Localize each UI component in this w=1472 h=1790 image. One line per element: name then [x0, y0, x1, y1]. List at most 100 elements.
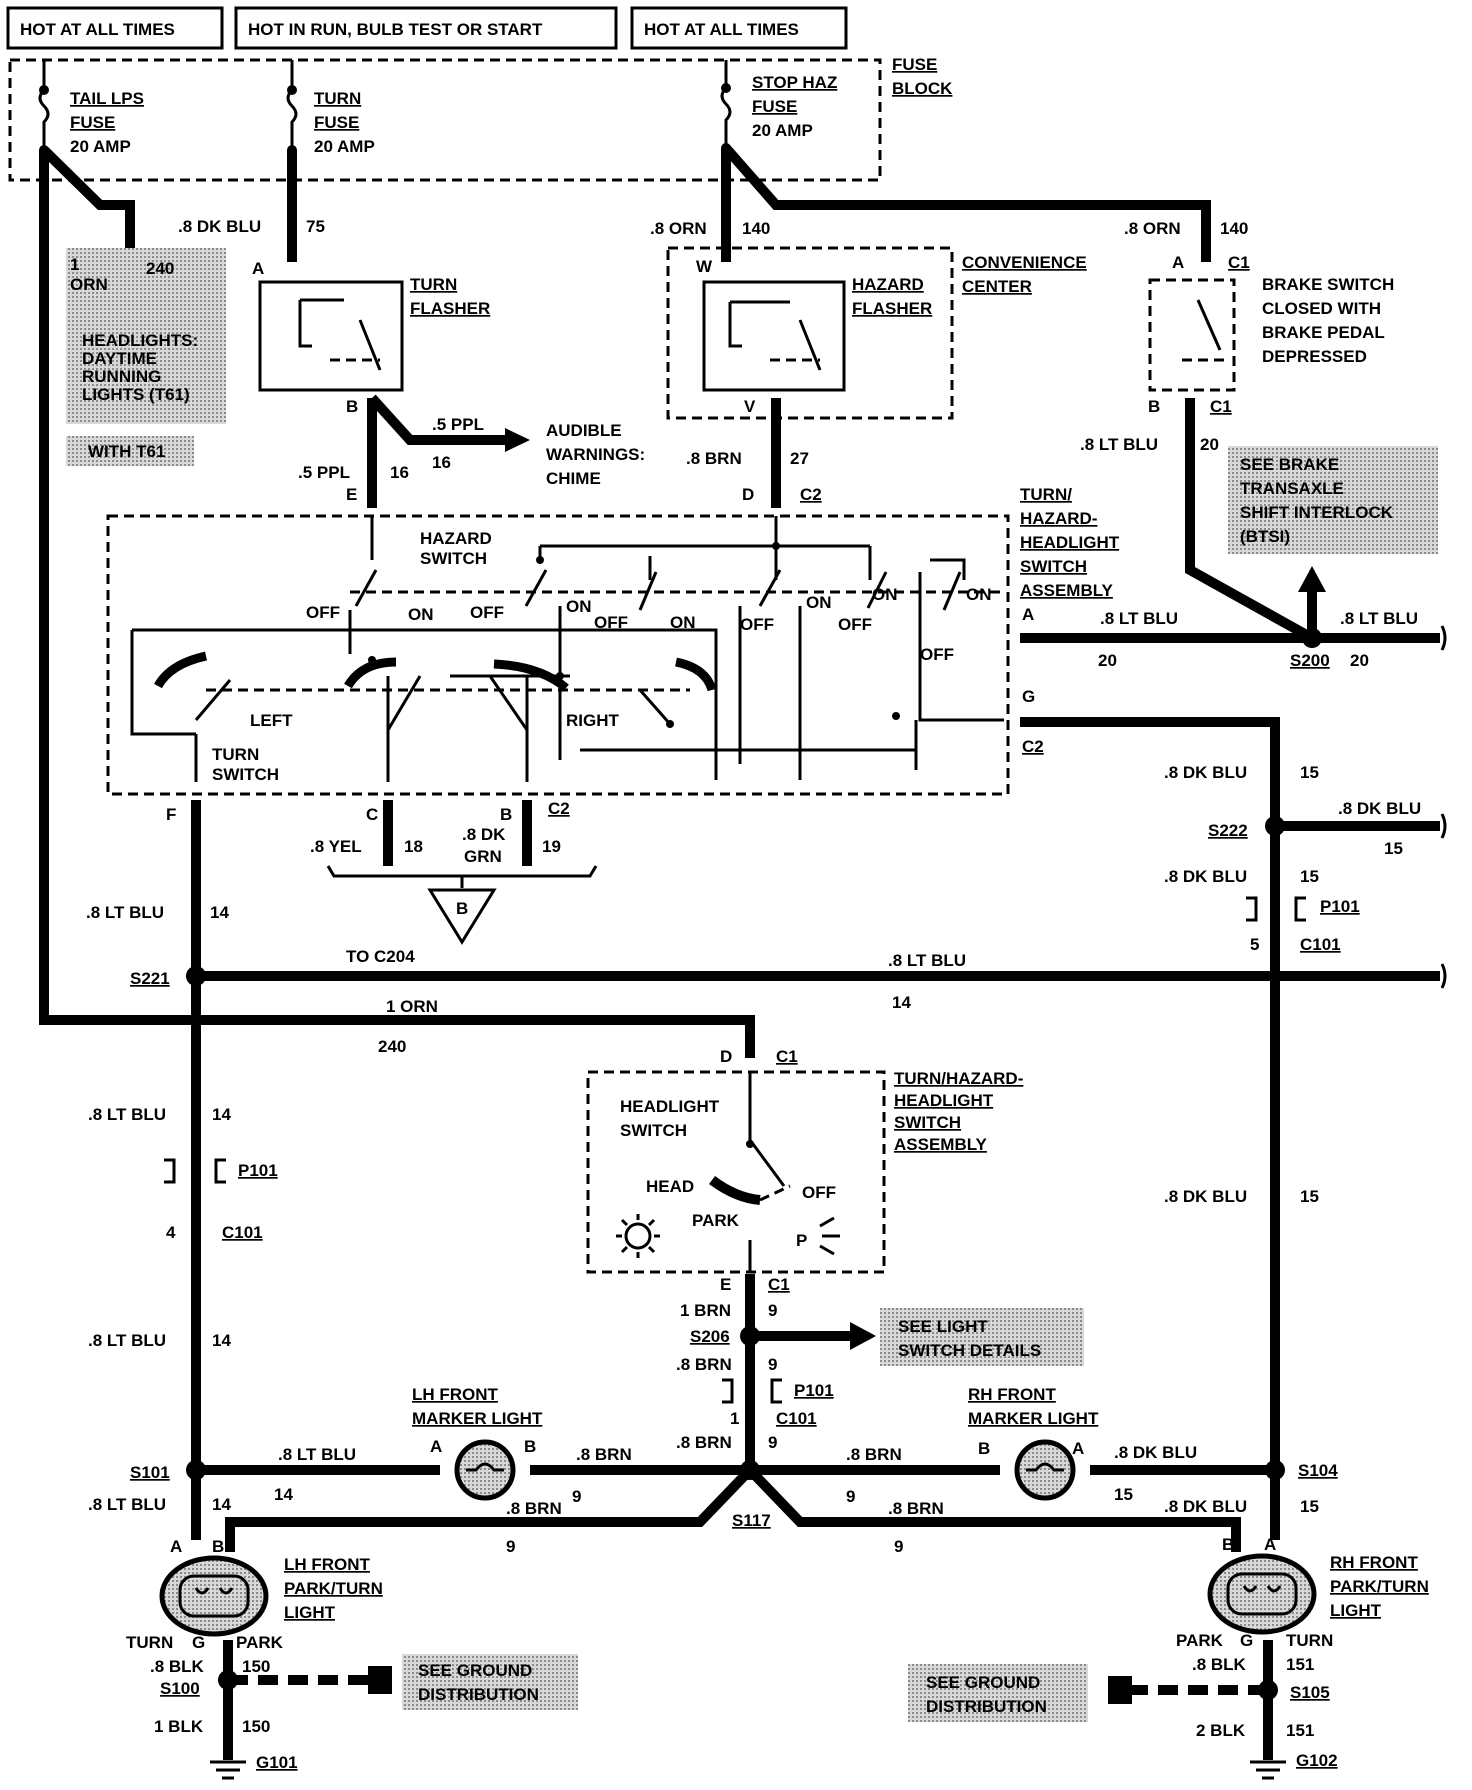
p101-right-symbol [1246, 896, 1306, 922]
splice-s100 [218, 1670, 238, 1690]
turn-flasher-label-2: FLASHER [410, 299, 490, 318]
w14d-color: .8 LT BLU [88, 1331, 166, 1350]
brake-switch-label-1: BRAKE SWITCH [1262, 275, 1394, 294]
assembly-label-2: HAZARD- [1020, 509, 1097, 528]
splice-s200 [1302, 628, 1322, 648]
w9f-circuit: 9 [506, 1537, 515, 1556]
hazard-off-4: OFF [740, 615, 774, 634]
rh-marker-lamp [1014, 1439, 1076, 1501]
hazard-on-6: ON [966, 585, 992, 604]
w20b-circuit: 20 [1098, 651, 1117, 670]
pin4: 4 [166, 1223, 176, 1242]
w14b-circuit: 14 [892, 993, 911, 1012]
pin-d: D [742, 485, 754, 504]
hl-switch-label-2: SWITCH [620, 1121, 687, 1140]
header-hot-at-all-times-1 [6, 6, 224, 50]
w9a-circuit: 9 [768, 1301, 777, 1320]
hazard-off-3: OFF [594, 613, 628, 632]
w9e-color: .8 BRN [846, 1445, 902, 1464]
turn-fuse-line2: FUSE [314, 113, 359, 132]
offpage-15 [1440, 813, 1447, 839]
p101-center: P101 [794, 1381, 834, 1400]
pin-b-bottom: B [500, 805, 512, 824]
w27-circuit: 27 [790, 449, 809, 468]
rh-park-lamp [1207, 1553, 1317, 1635]
headlight-switch-box [586, 1070, 886, 1274]
w14c-color: .8 LT BLU [88, 1105, 166, 1124]
w20a-circuit: 20 [1200, 435, 1219, 454]
w20b-color: .8 LT BLU [1100, 609, 1178, 628]
splice-s206 [740, 1326, 760, 1346]
hazard-switch-label-2: SWITCH [420, 549, 487, 568]
w14e-color: .8 LT BLU [278, 1445, 356, 1464]
hl-off: OFF [802, 1183, 836, 1202]
w240b-color: 1 ORN [386, 997, 438, 1016]
lh-marker-label-1: LH FRONT [412, 1385, 499, 1404]
header-hot-at-all-times-2 [630, 6, 848, 50]
lh-park-park: PARK [236, 1633, 284, 1652]
internal-bus-top [370, 516, 966, 580]
lh-marker-a: A [430, 1437, 442, 1456]
rh-marker-b: B [978, 1439, 990, 1458]
g101-label: G101 [256, 1753, 298, 1772]
fuse-block-label-1: FUSE [892, 55, 937, 74]
w19-color1: .8 DK [462, 825, 506, 844]
header-boxes: HOT AT ALL TIMES HOT IN RUN, BULB TEST O… [6, 6, 848, 50]
hl-switch-label-1: HEADLIGHT [620, 1097, 720, 1116]
splice-s101 [186, 1460, 206, 1480]
headlights-note-shade [66, 248, 226, 424]
btsi-4: (BTSI) [1240, 527, 1290, 546]
ground-lh-1: SEE GROUND [418, 1661, 532, 1680]
w14a-color: .8 LT BLU [86, 903, 164, 922]
convenience-center-label-2: CENTER [962, 277, 1032, 296]
w14f-circuit: 14 [212, 1495, 231, 1514]
turn-flasher-label-1: TURN [410, 275, 457, 294]
hl-c1-top: C1 [776, 1047, 798, 1066]
right-cam [674, 657, 717, 692]
w240-circuit: 240 [146, 259, 174, 278]
w151b-color: 2 BLK [1196, 1721, 1246, 1740]
audible-2: WARNINGS: [546, 445, 645, 464]
hl-assembly-1: TURN/HAZARD- [894, 1069, 1023, 1088]
p101-right: P101 [1320, 897, 1360, 916]
btsi-2: TRANSAXLE [1240, 479, 1344, 498]
offpage-14 [1440, 963, 1447, 989]
w18-circuit: 18 [404, 837, 423, 856]
ground-rh-2: DISTRIBUTION [926, 1697, 1047, 1716]
pin-e: E [346, 485, 357, 504]
turn-hazard-switch-assembly: E D C2 TURN/ HAZARD- HEADLIGHT SWITCH AS… [106, 485, 1120, 824]
splice-s222 [1265, 816, 1285, 836]
center-left-cam [344, 657, 397, 689]
rh-park-g: G [1240, 1631, 1253, 1650]
c2-bottom: C2 [548, 799, 570, 818]
light-details-1: SEE LIGHT [898, 1317, 988, 1336]
brake-pin-b: B [1148, 397, 1160, 416]
w20c-circuit: 20 [1350, 651, 1369, 670]
header-text-2: HOT IN RUN, BULB TEST OR START [248, 20, 543, 39]
turn-contacts [194, 675, 672, 731]
rh-park-label-3: LIGHT [1330, 1601, 1382, 1620]
w14e-circuit: 14 [274, 1485, 293, 1504]
stop-haz-fuse-rating: 20 AMP [752, 121, 813, 140]
w14c-circuit: 14 [212, 1105, 231, 1124]
with-t61-shade [66, 436, 194, 466]
w9c-circuit: 9 [768, 1433, 777, 1452]
lh-park-label-1: LH FRONT [284, 1555, 371, 1574]
w18-color: .8 YEL [310, 837, 362, 856]
w20a-color: .8 LT BLU [1080, 435, 1158, 454]
lh-park-label-2: PARK/TURN [284, 1579, 383, 1598]
brake-switch-label-3: BRAKE PEDAL [1262, 323, 1385, 342]
lh-park-b: B [212, 1537, 224, 1556]
brake-switch-box [1148, 278, 1236, 392]
hazard-switch-label-1: HAZARD [420, 529, 492, 548]
park-turn-lights: A B LH FRONT PARK/TURN LIGHT TURN G PARK… [126, 1535, 1429, 1652]
brake-pin-a: A [1172, 253, 1184, 272]
pin1: 1 [730, 1409, 739, 1428]
lh-park-filaments [194, 1587, 234, 1595]
lh-marker-b: B [524, 1437, 536, 1456]
headlights-note-1: HEADLIGHTS: [82, 331, 198, 350]
s200-label: S200 [1290, 651, 1330, 670]
brake-switch-contact [1196, 299, 1222, 351]
hazard-flasher-switch [728, 300, 822, 371]
ground-lh-2: DISTRIBUTION [418, 1685, 539, 1704]
